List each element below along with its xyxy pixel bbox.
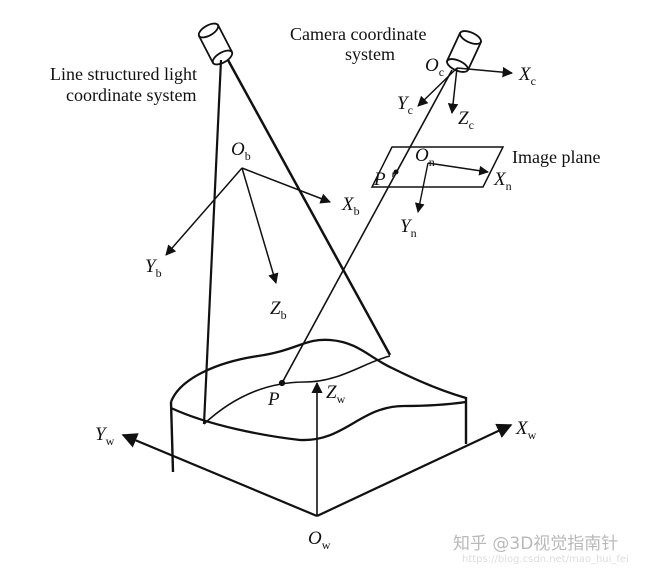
axis-yb-label: Yb [145, 256, 162, 280]
axis-xc-label: Xc [518, 64, 536, 88]
camera-ray [281, 69, 453, 384]
watermark-url: https://blog.csdn.net/mao_hui_fei [462, 554, 629, 565]
axis-yc-label: Yc [397, 93, 413, 117]
axis-xn-label: Xn [493, 169, 512, 193]
axis-zc-label: Zc [458, 108, 474, 132]
camera-icon [445, 30, 483, 73]
camera-label-line2: system [345, 44, 395, 64]
axis-yw-label: Yw [95, 424, 115, 448]
light-frame-axes [165, 167, 331, 285]
axis-xb-label: Xb [341, 194, 360, 218]
light-sheet [202, 59, 392, 425]
axis-zb-label: Zb [270, 298, 287, 322]
point-p-label: P [267, 389, 280, 410]
laser-projector-icon [197, 22, 234, 66]
origin-n-label: On [415, 145, 435, 169]
object-surface [169, 338, 468, 473]
origin-w-label: Ow [308, 528, 331, 552]
axis-yn-label: Yn [400, 216, 417, 240]
image-plane [370, 146, 505, 213]
line-light-label-line2: coordinate system [66, 85, 196, 105]
image-plane-label: Image plane [512, 147, 600, 167]
line-light-label-line1: Line structured light [50, 64, 197, 84]
camera-label-line1: Camera coordinate [290, 24, 426, 44]
axis-xw-label: Xw [515, 418, 537, 442]
watermark-zhihu: 知乎 @3D视觉指南针 [453, 534, 618, 554]
origin-b-label: Ob [231, 139, 251, 163]
world-frame-axes [121, 381, 513, 518]
axis-zw-label: Zw [326, 382, 346, 406]
point-p-prime-label: P ' [373, 169, 395, 190]
origin-c-label: Oc [425, 55, 444, 79]
